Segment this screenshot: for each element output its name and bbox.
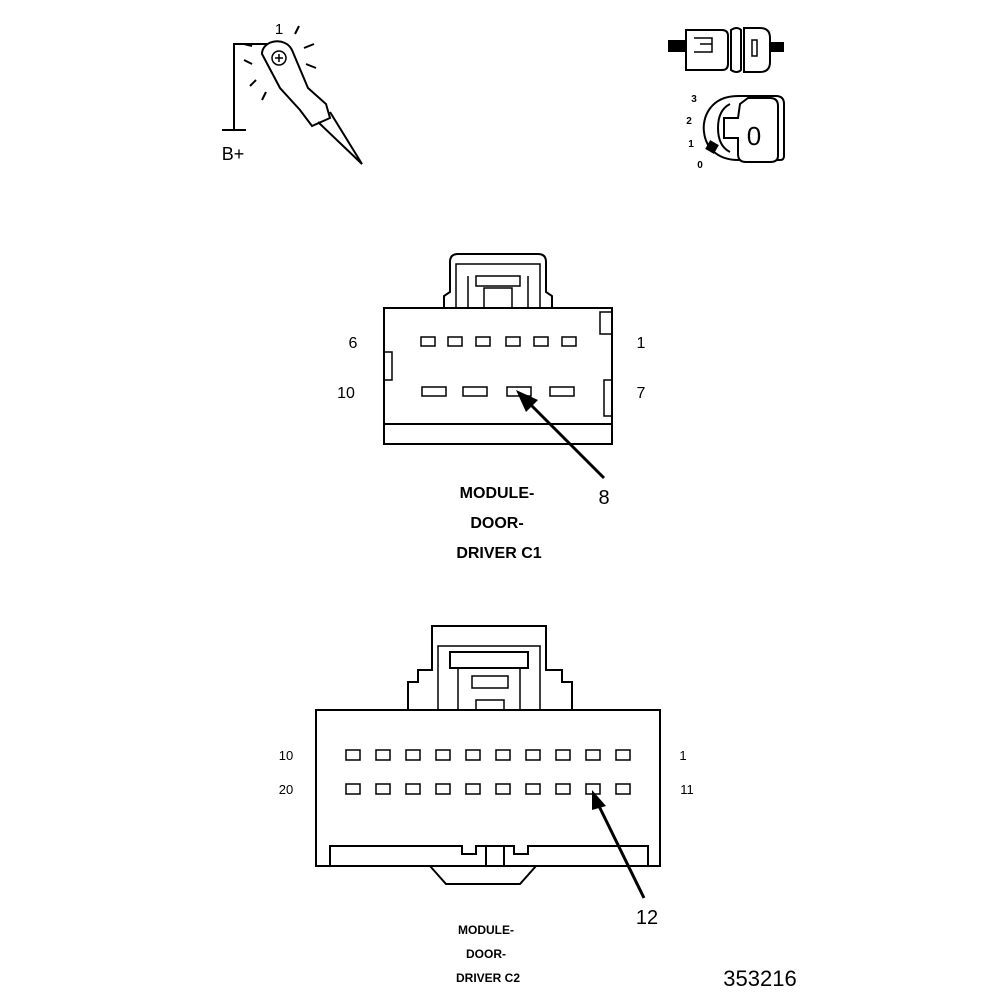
c1-pin-pointer-arrow <box>516 390 606 480</box>
ignition-position-2: 2 <box>686 116 692 127</box>
c2-label-bottom-right: 11 <box>680 782 694 797</box>
c2-label-top-right: 1 <box>679 748 686 763</box>
ignition-key-label: 0 <box>747 121 761 151</box>
c1-label-top-left: 6 <box>349 335 358 352</box>
c2-title-line-3: DRIVER C2 <box>456 971 520 985</box>
c2-title-line-1: MODULE- <box>458 923 514 937</box>
ignition-switch-icon <box>702 95 785 163</box>
figure-id: 353216 <box>723 966 796 991</box>
c1-label-bottom-left: 10 <box>337 385 355 402</box>
disconnected-connector-icon <box>668 27 784 73</box>
c2-label-bottom-left: 20 <box>279 782 293 797</box>
c1-title-line-2: DOOR- <box>470 515 523 532</box>
c1-title-line-1: MODULE- <box>460 485 535 502</box>
ignition-position-3: 3 <box>691 94 697 105</box>
test-light-icon <box>222 25 363 165</box>
c1-title-line-3: DRIVER C1 <box>456 545 541 562</box>
c2-pin-pointer-arrow <box>592 790 646 899</box>
c1-label-bottom-right: 7 <box>637 385 646 402</box>
supply-label: B+ <box>222 144 245 164</box>
ignition-position-1: 1 <box>688 139 694 150</box>
connector-c1 <box>383 253 613 445</box>
c2-label-top-left: 10 <box>279 748 293 763</box>
connector-c2 <box>315 625 661 885</box>
c1-label-top-right: 1 <box>637 335 646 352</box>
ignition-position-0: 0 <box>697 160 703 171</box>
c1-highlighted-pin-label: 8 <box>598 487 609 509</box>
test-light-callout: 1 <box>275 21 283 38</box>
c2-title-line-2: DOOR- <box>466 947 506 961</box>
c2-highlighted-pin-label: 12 <box>636 907 658 929</box>
